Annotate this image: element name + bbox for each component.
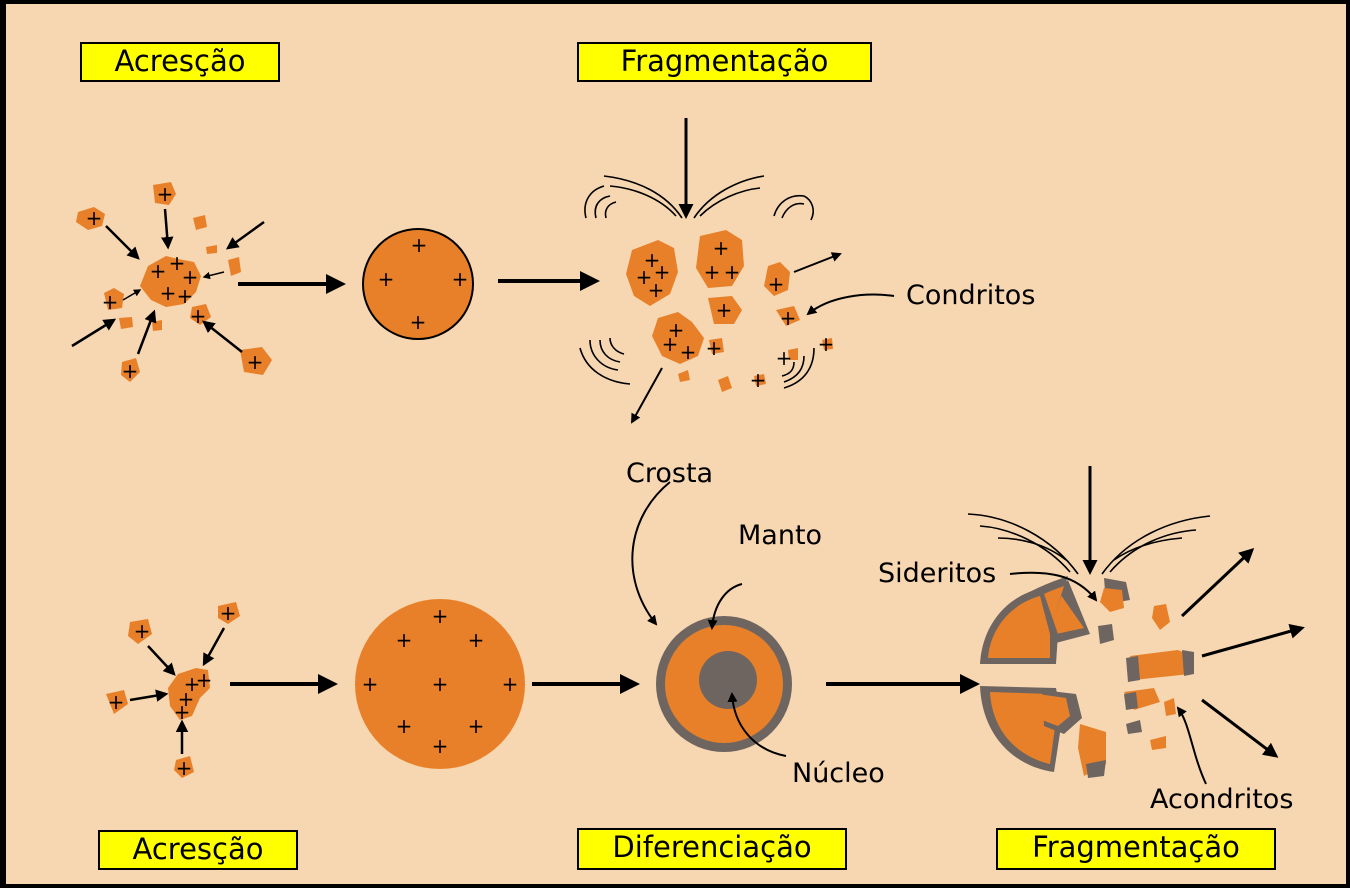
- svg-text:+: +: [396, 628, 413, 652]
- svg-text:+: +: [247, 350, 264, 374]
- svg-text:+: +: [108, 690, 125, 714]
- svg-text:+: +: [176, 756, 193, 780]
- diagram-svg: + + + + + + + + + + + + + + +: [6, 4, 1346, 884]
- label-chondrites: Condritos: [906, 280, 1035, 311]
- svg-text:+: +: [150, 259, 167, 283]
- svg-text:+: +: [468, 714, 485, 738]
- diagram-canvas: Acresção Fragmentação Acresção Diferenci…: [6, 4, 1346, 884]
- bottom-fragmentation: Sideritos Acondritos: [878, 466, 1302, 815]
- svg-text:+: +: [432, 604, 449, 628]
- svg-text:+: +: [220, 601, 237, 625]
- svg-text:+: +: [410, 310, 427, 334]
- svg-text:+: +: [432, 672, 449, 696]
- svg-text:+: +: [86, 206, 103, 230]
- svg-text:+: +: [662, 332, 679, 356]
- svg-text:+: +: [378, 267, 395, 291]
- top-fragmentation: + + + + + + + + + + + + + + + + + Condri…: [580, 118, 1035, 422]
- svg-text:+: +: [122, 359, 139, 383]
- svg-text:+: +: [780, 306, 797, 330]
- siderite-fragment: [1098, 624, 1114, 644]
- svg-text:+: +: [768, 272, 785, 296]
- svg-text:+: +: [724, 260, 741, 284]
- bottom-accreted-body: + + + + + + + + +: [355, 599, 525, 769]
- label-achondrites: Acondritos: [1150, 784, 1293, 815]
- svg-text:+: +: [411, 233, 428, 257]
- svg-text:+: +: [174, 700, 191, 724]
- svg-text:+: +: [362, 672, 379, 696]
- svg-text:+: +: [818, 332, 835, 356]
- svg-text:+: +: [102, 290, 119, 314]
- differentiated-body: Crosta Manto Núcleo: [626, 458, 885, 789]
- svg-text:+: +: [157, 182, 174, 206]
- svg-text:+: +: [776, 346, 793, 370]
- label-crust: Crosta: [626, 458, 713, 489]
- svg-text:+: +: [160, 281, 177, 305]
- core-layer: [699, 651, 757, 709]
- bottom-accretion-cluster: + + + + + + + +: [106, 601, 240, 780]
- svg-text:+: +: [704, 260, 721, 284]
- svg-text:+: +: [713, 236, 730, 260]
- svg-text:+: +: [716, 298, 733, 322]
- top-accreted-body: + + + +: [363, 229, 473, 339]
- svg-text:+: +: [396, 714, 413, 738]
- svg-text:+: +: [706, 336, 723, 360]
- svg-text:+: +: [190, 304, 207, 328]
- svg-text:+: +: [648, 278, 665, 302]
- svg-text:+: +: [750, 368, 767, 392]
- label-siderites: Sideritos: [878, 558, 996, 589]
- label-core: Núcleo: [792, 758, 885, 789]
- svg-text:+: +: [502, 672, 519, 696]
- svg-text:+: +: [680, 340, 697, 364]
- svg-text:+: +: [468, 628, 485, 652]
- svg-text:+: +: [134, 619, 151, 643]
- svg-text:+: +: [432, 734, 449, 758]
- label-mantle: Manto: [738, 520, 822, 551]
- svg-text:+: +: [196, 668, 213, 692]
- svg-text:+: +: [452, 267, 469, 291]
